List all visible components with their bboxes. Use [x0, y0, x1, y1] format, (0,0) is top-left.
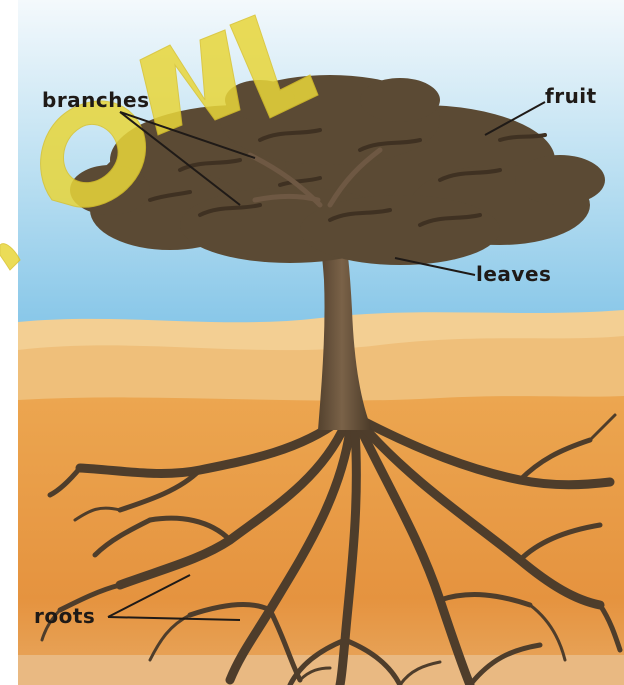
page-margin: [0, 0, 18, 685]
leaves-label: leaves: [476, 262, 551, 286]
fruit-label: fruit: [545, 84, 597, 108]
roots-label: roots: [34, 604, 95, 628]
branches-label: branches: [42, 88, 149, 112]
